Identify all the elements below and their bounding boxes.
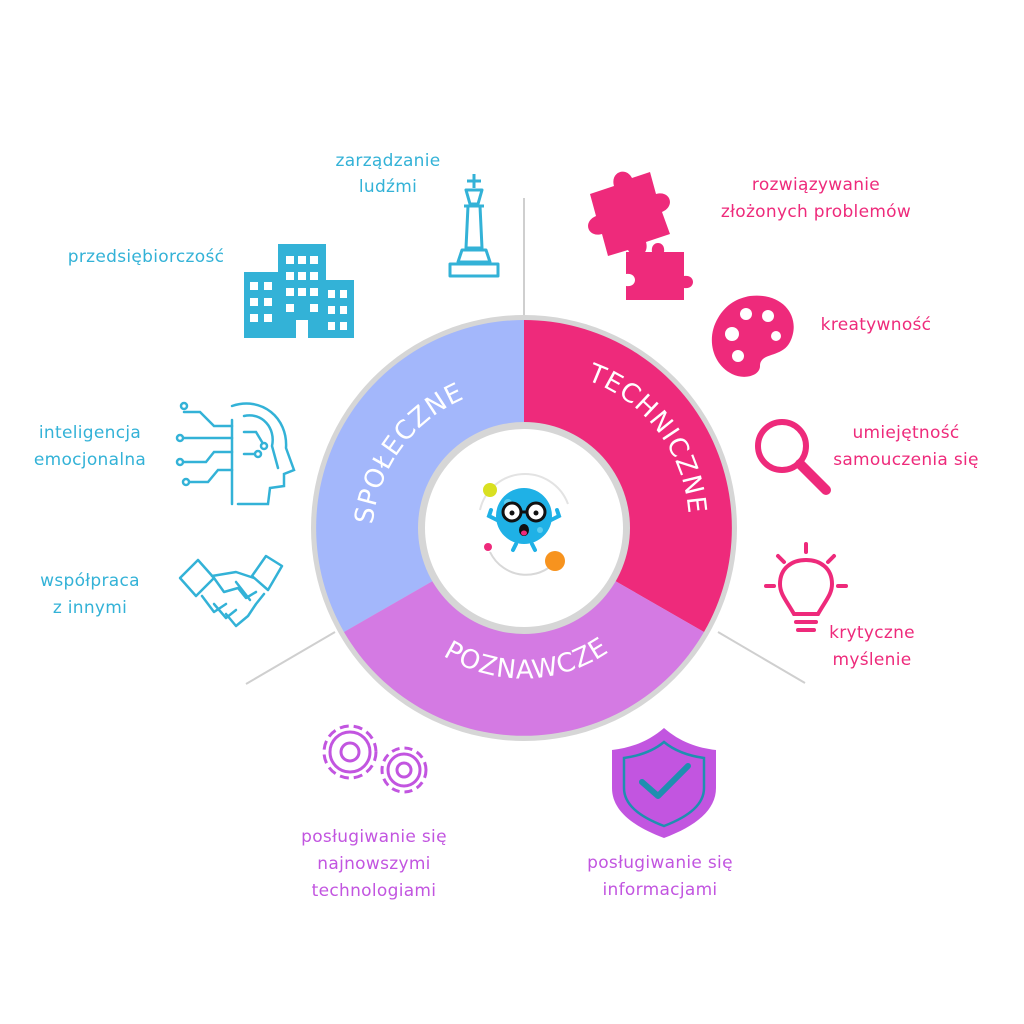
skill-cooperation-line2: z innymi bbox=[53, 598, 127, 618]
skill-critical-thinking: krytyczne myślenie bbox=[764, 542, 915, 670]
skill-creativity-line1: kreatywność bbox=[821, 315, 932, 335]
palette-icon bbox=[711, 295, 794, 377]
segment-technical[interactable] bbox=[524, 320, 732, 632]
skill-problem-solving-line2: złożonych problemów bbox=[721, 202, 911, 222]
skill-information-line1: posługiwanie się bbox=[587, 853, 733, 873]
puzzle-icon bbox=[588, 171, 693, 300]
skill-self-learning: umiejętność samouczenia się bbox=[755, 419, 979, 495]
skill-self-learning-line2: samouczenia się bbox=[833, 450, 979, 470]
skill-management-line1: zarządzanie bbox=[335, 151, 440, 171]
skill-information-line2: informacjami bbox=[603, 880, 718, 900]
gears-icon bbox=[322, 724, 428, 794]
skill-problem-solving-line1: rozwiązywanie bbox=[752, 175, 880, 195]
skill-emotional-intelligence: inteligencja emocjonalna bbox=[34, 401, 296, 506]
skill-critical-thinking-line1: krytyczne bbox=[829, 623, 915, 643]
skill-problem-solving: rozwiązywanie złożonych problemów bbox=[588, 171, 911, 300]
skill-entrepreneurship: przedsiębiorczość bbox=[68, 244, 354, 338]
skill-new-technologies-line3: technologiami bbox=[312, 881, 437, 901]
buildings-icon bbox=[244, 244, 354, 338]
skill-management-line2: ludźmi bbox=[359, 177, 417, 197]
lightbulb-icon bbox=[764, 542, 848, 632]
chess-king-icon bbox=[448, 174, 500, 278]
skill-new-technologies-line2: najnowszymi bbox=[317, 854, 430, 874]
mascot-icon bbox=[479, 473, 569, 576]
skill-creativity: kreatywność bbox=[711, 295, 932, 377]
segment-cognitive[interactable] bbox=[344, 578, 704, 736]
skill-emotional-intelligence-line2: emocjonalna bbox=[34, 450, 146, 470]
skill-emotional-intelligence-line1: inteligencja bbox=[39, 423, 141, 443]
skill-cooperation: współpraca z innymi bbox=[40, 554, 284, 628]
skill-management: zarządzanie ludźmi bbox=[335, 151, 500, 278]
shield-check-icon bbox=[612, 728, 716, 838]
skill-new-technologies: posługiwanie się najnowszymi technologia… bbox=[301, 724, 447, 901]
skill-entrepreneurship-line1: przedsiębiorczość bbox=[68, 247, 225, 267]
skill-information: posługiwanie się informacjami bbox=[587, 728, 733, 900]
segment-social[interactable] bbox=[316, 320, 524, 632]
skill-cooperation-line1: współpraca bbox=[40, 571, 140, 591]
handshake-icon bbox=[178, 554, 284, 628]
skill-new-technologies-line1: posługiwanie się bbox=[301, 827, 447, 847]
divider-lines bbox=[245, 198, 806, 685]
skill-self-learning-line1: umiejętność bbox=[852, 423, 959, 443]
skill-critical-thinking-line2: myślenie bbox=[832, 650, 911, 670]
circuit-head-icon bbox=[175, 401, 296, 506]
magnifier-icon bbox=[755, 419, 831, 495]
